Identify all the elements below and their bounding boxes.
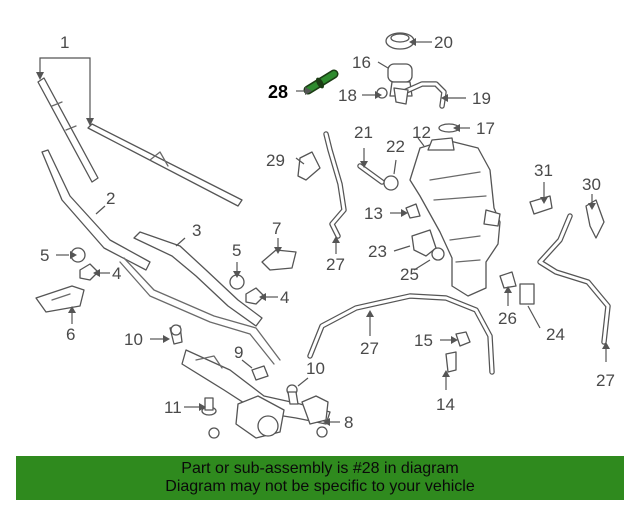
callout-15: 15: [414, 331, 433, 350]
linkage-rod: [119, 257, 281, 365]
wiper-blade-right: [87, 123, 243, 207]
cowl-bracket-6: [35, 285, 85, 313]
callout-2: 2: [106, 189, 115, 208]
washer-pump-23: [411, 229, 437, 257]
callout-28: 28: [268, 82, 288, 102]
banner-line-1: Part or sub-assembly is #28 in diagram: [181, 460, 459, 477]
callout-21: 21: [354, 123, 373, 142]
callout-12: 12: [412, 123, 431, 142]
callout-10-right: 10: [306, 359, 325, 378]
callout-7: 7: [272, 219, 281, 238]
callout-14: 14: [436, 395, 455, 414]
parts-diagram: 1 2 3 4 4 5 5 6 7 8 9 10 10 11 12 13 14 …: [35, 32, 615, 439]
callout-1: 1: [60, 33, 69, 52]
callout-18: 18: [338, 86, 357, 105]
wiper-arm-3: [133, 231, 263, 327]
pump-13: [405, 203, 421, 219]
bolt-10-left: [169, 324, 183, 345]
callout-26: 26: [498, 309, 517, 328]
callout-27-center: 27: [360, 339, 379, 358]
screw-14: [445, 351, 457, 373]
callout-31: 31: [534, 161, 553, 180]
info-banner: Part or sub-assembly is #28 in diagram D…: [16, 456, 624, 500]
clip-9: [251, 365, 269, 381]
bolt-15: [455, 331, 471, 347]
callout-20: 20: [434, 33, 453, 52]
callout-5-left: 5: [40, 246, 49, 265]
wiper-arm-2: [41, 149, 151, 271]
banner-line-2: Diagram may not be specific to your vehi…: [165, 478, 475, 495]
washer-hose-27-left: [323, 131, 347, 239]
callout-4-left: 4: [112, 264, 121, 283]
grommet-22: [383, 175, 399, 191]
wiper-motor-assembly: [181, 349, 331, 439]
grommet-25: [431, 247, 445, 261]
cap-20: [385, 32, 415, 50]
bolt-10-right: [286, 384, 299, 405]
callout-labels: 1 2 3 4 4 5 5 6 7 8 9 10 10 11 12 13 14 …: [40, 33, 615, 432]
arrowheads: [36, 38, 610, 426]
callout-19: 19: [472, 89, 491, 108]
hose-connector-21: [357, 163, 385, 185]
highlighted-part-28: [303, 69, 339, 95]
callout-29: 29: [266, 151, 285, 170]
callout-30: 30: [582, 175, 601, 194]
callout-13: 13: [364, 204, 383, 223]
nut-4-left: [79, 263, 99, 281]
callout-16: 16: [352, 53, 371, 72]
grommet-11: [201, 397, 217, 416]
callout-27-right: 27: [596, 371, 615, 390]
callout-25: 25: [400, 265, 419, 284]
callout-11: 11: [164, 398, 182, 417]
washer-nozzle-7: [261, 249, 297, 271]
wiper-blade-left: [37, 77, 99, 183]
callout-17: 17: [476, 119, 495, 138]
callout-8: 8: [344, 413, 353, 432]
connector-24: [519, 283, 535, 305]
callout-23: 23: [368, 242, 387, 261]
callout-27-left: 27: [326, 255, 345, 274]
callout-3: 3: [192, 221, 201, 240]
callout-5-right: 5: [232, 241, 241, 260]
reservoir-12: [409, 137, 501, 297]
callout-9: 9: [234, 343, 243, 362]
connector-26: [499, 271, 517, 289]
callout-4-right: 4: [280, 288, 289, 307]
callout-22: 22: [386, 137, 405, 156]
washer-hose-27-right: [537, 213, 611, 345]
callout-10-left: 10: [124, 330, 143, 349]
callout-6: 6: [66, 325, 75, 344]
washer-hose-27-center: [307, 293, 495, 375]
leader-lines: [39, 41, 607, 423]
connector-29: [297, 151, 321, 181]
nut-4-right: [245, 287, 265, 305]
clip-30: [585, 199, 605, 239]
callout-24: 24: [546, 325, 565, 344]
